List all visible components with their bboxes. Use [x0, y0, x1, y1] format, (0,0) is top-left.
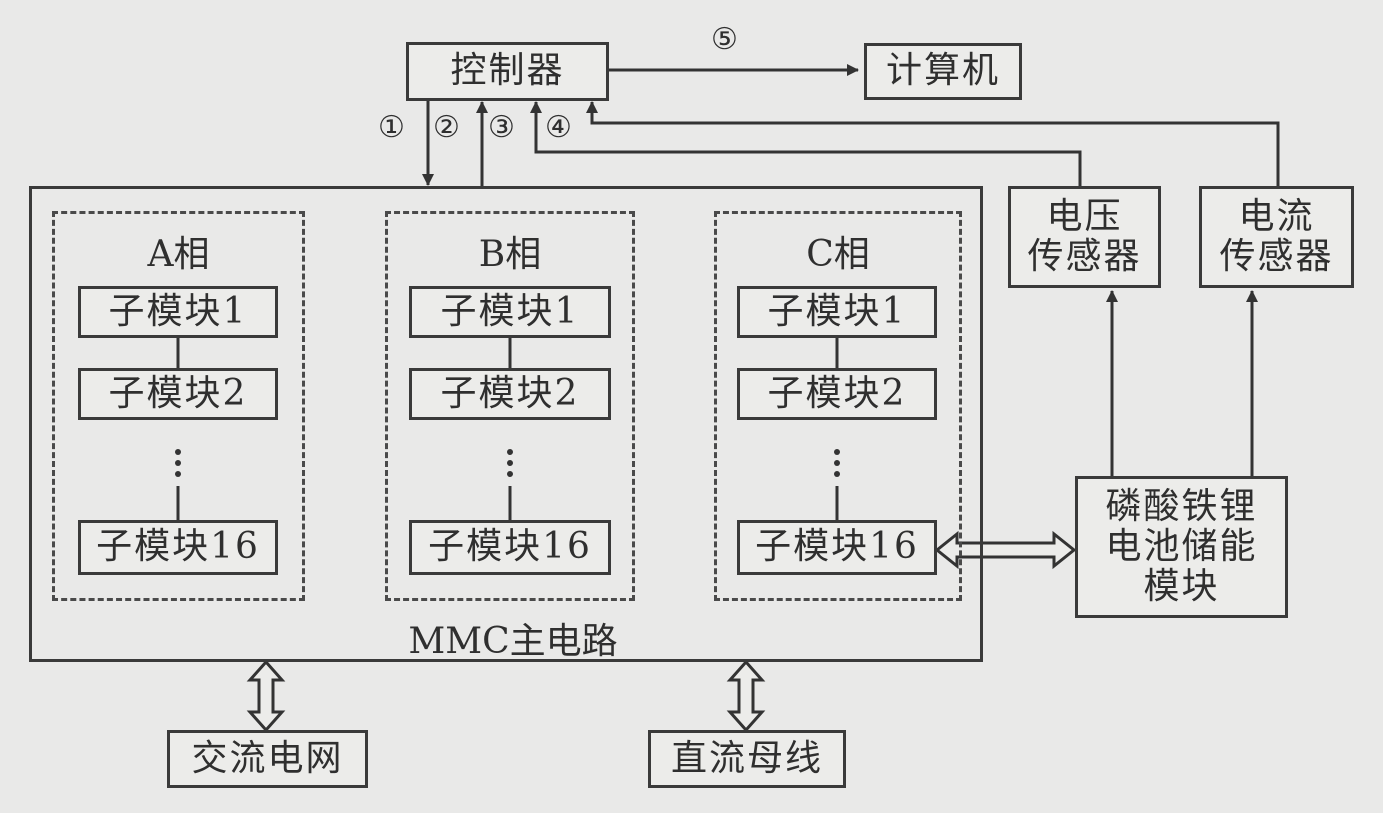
- ac-grid-label: 交流电网: [191, 737, 344, 779]
- link-mmc-ac-grid: [246, 659, 286, 733]
- phase-b-group: [385, 211, 635, 601]
- current-sensor-line-1: 电流: [1238, 195, 1315, 237]
- battery-line-3: 模块: [1143, 566, 1220, 608]
- dc-bus-label: 直流母线: [670, 737, 823, 779]
- dc-bus-box: 直流母线: [648, 730, 846, 788]
- link-module16-battery: [934, 530, 1077, 570]
- ac-grid-box: 交流电网: [167, 730, 368, 788]
- current-sensor-box: 电流 传感器: [1199, 186, 1354, 288]
- controller-label: 控制器: [450, 50, 565, 92]
- signal-5-label: ⑤: [711, 22, 738, 57]
- phase-b-module-1: 子模块1: [409, 286, 611, 338]
- link-signal-3: [530, 101, 1082, 186]
- link-signal-4: [586, 101, 1280, 186]
- phase-c-label: C相: [806, 234, 870, 275]
- battery-storage-box: 磷酸铁锂 电池储能 模块: [1075, 476, 1288, 618]
- mmc-main-circuit: [29, 186, 983, 662]
- signal-4-label: ④: [545, 110, 572, 145]
- phase-c-module-1: 子模块1: [737, 286, 937, 338]
- voltage-sensor-line-1: 电压: [1046, 195, 1123, 237]
- battery-line-1: 磷酸铁锂: [1105, 485, 1258, 527]
- computer-box: 计算机: [864, 43, 1022, 100]
- phase-b-module-16: 子模块16: [409, 520, 611, 575]
- computer-label: 计算机: [885, 50, 1000, 92]
- link-mmc-dc-bus: [726, 659, 766, 733]
- voltage-sensor-line-2: 传感器: [1027, 236, 1142, 277]
- current-sensor-line-2: 传感器: [1219, 236, 1334, 277]
- mmc-label: MMC主电路: [408, 621, 618, 662]
- battery-line-2: 电池储能: [1105, 525, 1258, 567]
- phase-c-group: [714, 211, 962, 601]
- signal-2-label: ②: [433, 110, 460, 145]
- phase-b-module-2: 子模块2: [409, 368, 611, 420]
- signal-3-label: ③: [488, 110, 515, 145]
- phase-a-label: A相: [147, 234, 210, 275]
- phase-b-label: B相: [478, 234, 542, 275]
- phase-c-module-2: 子模块2: [737, 368, 937, 420]
- controller-box: 控制器: [406, 42, 609, 101]
- signal-1-label: ①: [378, 110, 405, 145]
- phase-a-group: [52, 211, 305, 601]
- phase-a-module-1: 子模块1: [78, 286, 278, 338]
- voltage-sensor-box: 电压 传感器: [1008, 186, 1161, 288]
- phase-a-module-16: 子模块16: [78, 520, 278, 575]
- phase-c-module-16: 子模块16: [737, 520, 937, 575]
- phase-a-module-2: 子模块2: [78, 368, 278, 420]
